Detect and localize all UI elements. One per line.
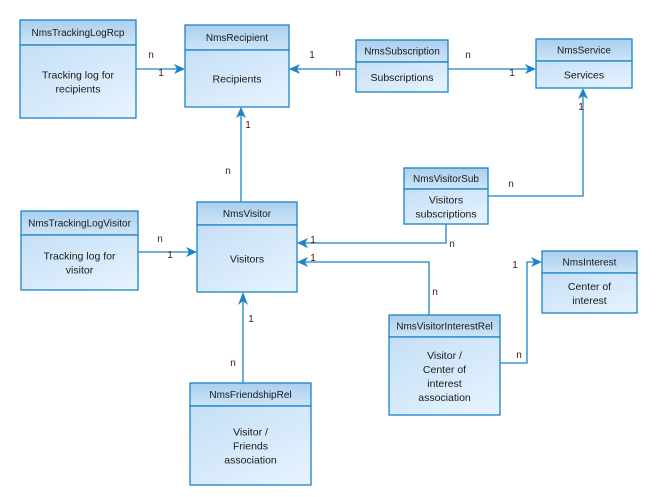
cardinality-label: 1 [248, 314, 254, 325]
cardinality-label: n [225, 166, 231, 177]
cardinality-label: n [449, 239, 455, 250]
entity-body-box [541, 272, 638, 314]
connector-visitorinterestrel-visitor [297, 257, 430, 315]
connector-layer [136, 64, 588, 383]
entity-body-line: association [224, 455, 277, 467]
entity-body-box [20, 234, 139, 291]
connector-trackinglogrcp-recipient [136, 64, 185, 74]
cardinality-label: 1 [245, 120, 251, 131]
cardinality-label: n [148, 50, 154, 61]
entity-body-label: Visitors subscriptions [415, 195, 476, 221]
entity-header-label: NmsTrackingLogVisitor [28, 219, 131, 230]
entity-body-line: interest [427, 378, 462, 390]
cardinality-label: n [516, 350, 522, 361]
entity-header-label: NmsInterest [563, 258, 617, 269]
entity-body-label: Visitors [230, 254, 264, 266]
cardinality-label: n [508, 179, 514, 190]
entity-header-label: NmsVisitorInterestRel [396, 322, 493, 333]
entity-body-label: Visitor / Center of interest association [418, 350, 471, 404]
entity-header-label: NmsVisitorSub [413, 174, 479, 185]
connector-visitorinterestrel-interest [500, 257, 542, 364]
connector-subscription-recipient [289, 64, 356, 74]
cardinality-label: n [432, 287, 438, 298]
entity-body-line: Visitors [429, 195, 463, 207]
connector-trackinglogvisitor-visitor [138, 247, 197, 257]
entity-body-line: Visitors [230, 254, 264, 266]
cardinality-label: 1 [158, 68, 164, 79]
cardinality-label: 1 [509, 68, 515, 79]
entity-body-line: recipients [56, 84, 101, 96]
entity-body-label: Center of interest [568, 281, 611, 307]
entity-body-line: Friends [233, 441, 268, 453]
entity-body-line: Services [564, 70, 604, 82]
cardinality-label: n [335, 68, 341, 79]
entity-body-line: Visitor / [233, 427, 268, 439]
entity-body-label: Visitor / Friends association [224, 427, 277, 467]
entity-body-line: Subscriptions [370, 72, 433, 84]
connector-friendshiprel-visitor [238, 292, 248, 383]
cardinality-label: 1 [512, 260, 518, 271]
entity-header-label: NmsRecipient [206, 33, 268, 44]
entity-header-label: NmsService [557, 46, 611, 57]
entity-body-line: Center of [568, 281, 611, 293]
entity-header-box [20, 210, 139, 236]
entity-body-box [388, 336, 501, 416]
entity-body-box [189, 405, 312, 486]
cardinality-label: 1 [167, 250, 173, 261]
entity-body-label: Subscriptions [370, 72, 433, 84]
entity-body-line: Tracking log for [44, 251, 116, 263]
entity-body-label: Services [564, 70, 604, 82]
connector-visitorsub-visitor [297, 224, 447, 248]
cardinality-label: 1 [310, 235, 316, 246]
entity-body-box [184, 49, 290, 108]
entity-header-label: NmsFriendshipRel [209, 390, 291, 401]
entity-body-line: visitor [66, 265, 94, 277]
entity-body-box [19, 44, 137, 119]
entity-body-line: interest [572, 295, 607, 307]
connector-subscription-service [448, 64, 536, 74]
connector-visitor-recipient [236, 107, 246, 202]
entity-body-line: Recipients [212, 74, 261, 86]
entity-body-line: Tracking log for [42, 70, 114, 82]
entity-body-label: Recipients [212, 74, 261, 86]
entity-body-line: Center of [423, 364, 466, 376]
connector-visitorsub-service [488, 88, 588, 197]
entity-body-box [535, 60, 633, 89]
cardinality-label: n [230, 358, 236, 369]
entity-body-line: association [418, 392, 471, 404]
entity-header-label: NmsVisitor [223, 209, 272, 220]
entity-header-label: NmsTrackingLogRcp [32, 28, 125, 39]
entity-body-line: subscriptions [415, 209, 476, 221]
entity-header-box [184, 24, 290, 51]
cardinality-label: 1 [309, 50, 315, 61]
cardinality-label: 1 [578, 102, 584, 113]
entity-body-box [403, 188, 489, 225]
entity-body-line: Visitor / [427, 350, 462, 362]
entity-header-label: NmsSubscription [364, 47, 440, 58]
cardinality-label: 1 [310, 253, 316, 264]
entity-body-box [196, 224, 298, 293]
entity-body-box [355, 61, 449, 93]
cardinality-label: n [157, 234, 163, 245]
entity-body-label: Tracking log for recipients [42, 70, 114, 96]
entity-body-label: Tracking log for visitor [44, 251, 116, 277]
cardinality-label: n [465, 50, 471, 61]
